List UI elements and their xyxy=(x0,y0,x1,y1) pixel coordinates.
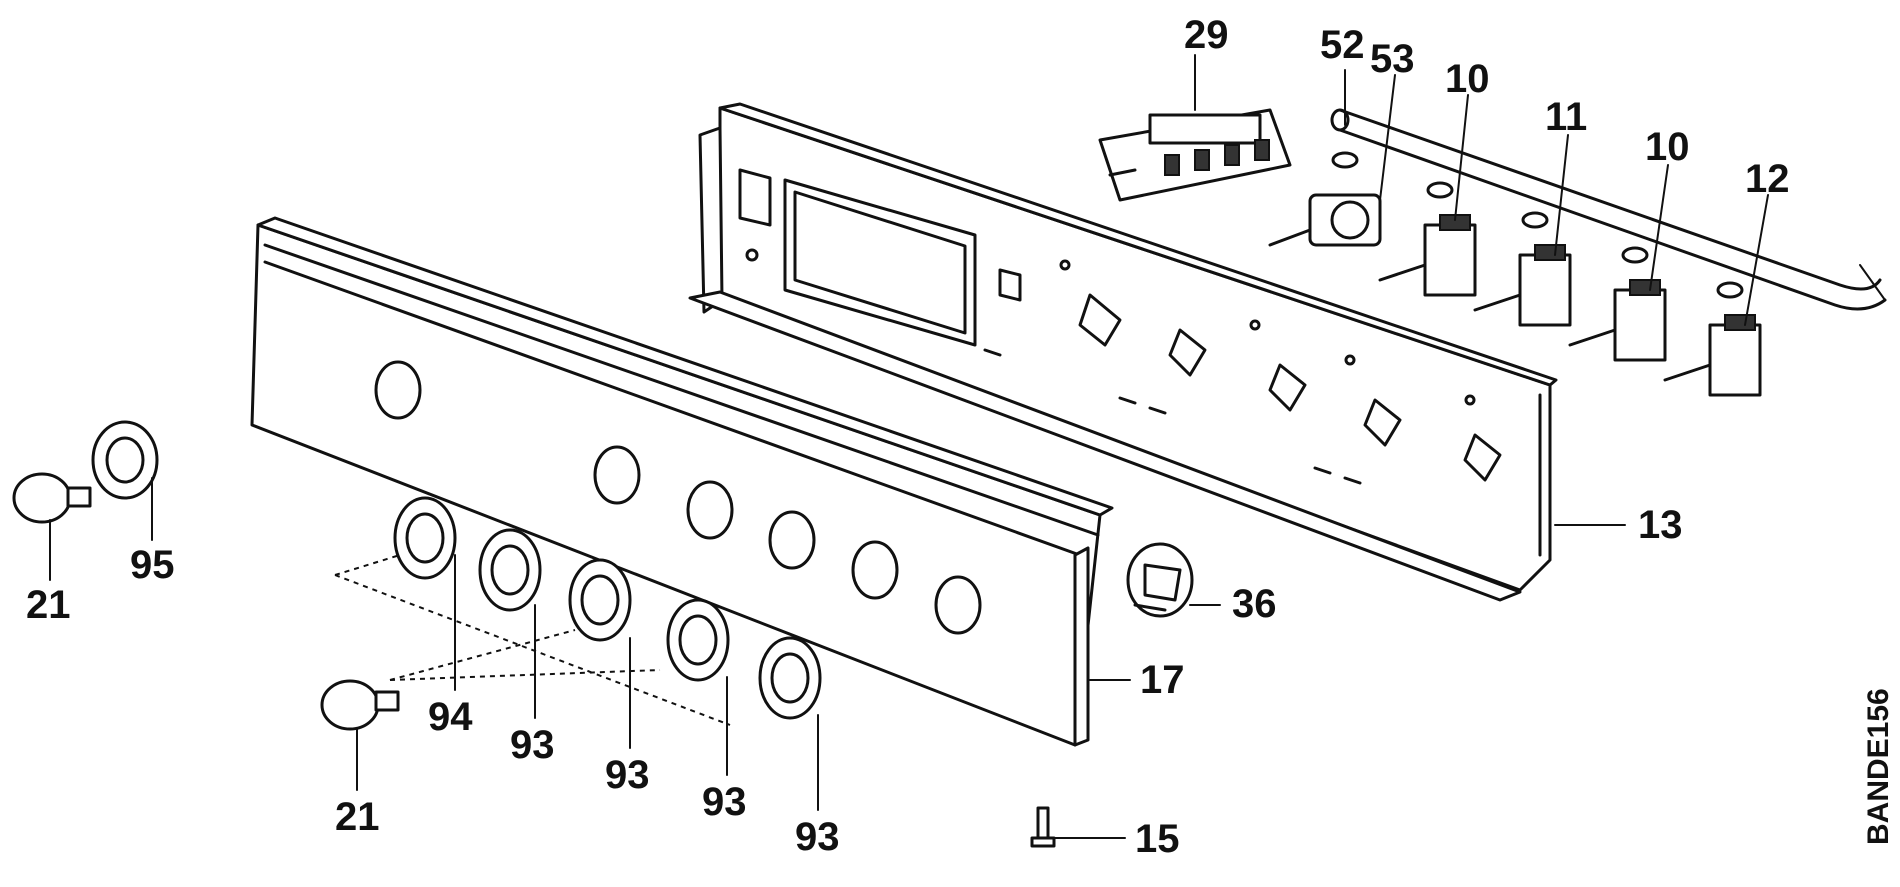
label-10-first: 10 xyxy=(1445,57,1490,101)
valve-12 xyxy=(1663,314,1762,397)
part-labels: 29 52 53 10 11 10 12 13 36 17 15 21 95 9… xyxy=(26,13,1895,861)
valve-53 xyxy=(1268,193,1382,247)
label-52: 52 xyxy=(1320,23,1365,67)
label-15: 15 xyxy=(1135,817,1180,861)
label-93-second: 93 xyxy=(605,753,650,797)
valve-assemblies xyxy=(1268,193,1762,397)
leader-lines xyxy=(49,54,1769,839)
valve-11 xyxy=(1473,244,1572,327)
spring-clip-36 xyxy=(1126,542,1194,618)
valve-10b xyxy=(1568,279,1667,362)
drawing-code: BANDE156 xyxy=(1862,688,1895,845)
control-knob-21-bottom xyxy=(320,679,400,731)
valve-10a xyxy=(1378,214,1477,297)
label-36: 36 xyxy=(1232,582,1277,626)
label-13: 13 xyxy=(1638,503,1683,547)
label-95: 95 xyxy=(130,543,175,587)
gas-pipe xyxy=(1330,108,1887,311)
rear-control-panel xyxy=(688,102,1558,602)
label-93-third: 93 xyxy=(702,780,747,824)
label-21-left: 21 xyxy=(26,583,71,627)
label-17: 17 xyxy=(1140,658,1185,702)
dashed-assembly-lines xyxy=(334,554,731,726)
label-53: 53 xyxy=(1370,37,1415,81)
label-93-fourth: 93 xyxy=(795,815,840,859)
control-knob-21-left xyxy=(12,472,92,524)
label-94: 94 xyxy=(428,695,473,739)
label-21-bottom: 21 xyxy=(335,795,380,839)
screw-15 xyxy=(1030,806,1056,848)
label-12: 12 xyxy=(1745,157,1790,201)
label-93-first: 93 xyxy=(510,723,555,767)
label-29: 29 xyxy=(1184,13,1229,57)
thermostat-component xyxy=(1098,108,1292,202)
knob-bezels xyxy=(393,496,822,720)
spacer-95 xyxy=(91,420,159,500)
label-10-second: 10 xyxy=(1645,125,1690,169)
front-fascia-panel xyxy=(250,216,1114,747)
label-11: 11 xyxy=(1545,95,1587,139)
